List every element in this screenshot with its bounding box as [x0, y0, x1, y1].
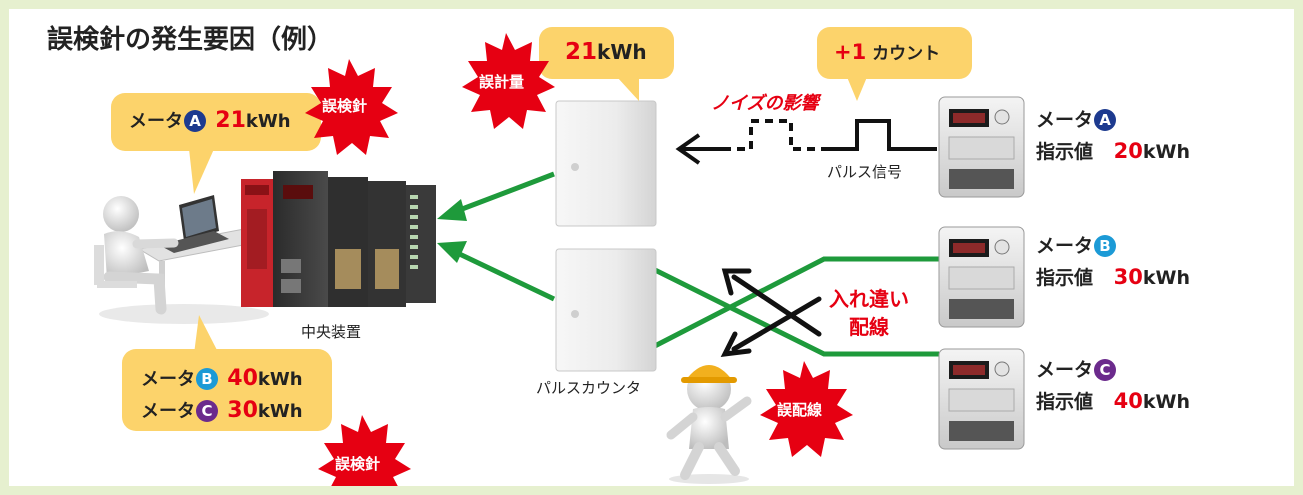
- pc-meter-label: メータ: [129, 111, 183, 132]
- counter-reading: 21kWh: [565, 39, 647, 65]
- pc-meter-a-unit: kWh: [245, 111, 291, 132]
- burst-wiring: [760, 361, 853, 457]
- wire-meter-c-crossed: [647, 264, 939, 357]
- burst-count: [462, 33, 555, 129]
- balloon-pulse: [817, 27, 972, 101]
- pulse-count: +1 カウント: [834, 39, 940, 64]
- central-unit-label: 中央装置: [301, 323, 362, 341]
- badge-c-icon: C: [196, 400, 218, 422]
- meter-a-value: 20: [1113, 139, 1143, 163]
- crossed-wiring-label-1: 入れ違い: [829, 287, 909, 311]
- burst-bottom-label: 誤検針: [335, 455, 381, 473]
- pulse-signal-label: パルス信号: [827, 163, 903, 181]
- pc-meter-b-value: 40: [227, 366, 258, 391]
- pc-meter-c-label: メータ: [141, 401, 195, 422]
- wire-counter1-to-central: [448, 171, 555, 217]
- burst-count-label: 誤計量: [479, 73, 525, 91]
- pulse-counter-label: パルスカウンタ: [536, 379, 642, 397]
- pulse-signal: [675, 119, 937, 165]
- wire-counter2-to-central: [447, 246, 556, 302]
- badge-b-icon: B: [196, 368, 218, 390]
- crossed-arrows: [720, 268, 822, 358]
- noise-label: ノイズの影響: [711, 93, 819, 114]
- meter-b-badge-icon: B: [1094, 235, 1117, 257]
- meter-b-reading: 指示値 30kWh: [1036, 263, 1190, 290]
- meter-b-value: 30: [1113, 265, 1143, 289]
- wire-meter-b-crossed: [647, 256, 939, 352]
- counter-unit: kWh: [597, 40, 647, 64]
- counter-value: 21: [565, 39, 598, 65]
- pc-meter-c-unit: kWh: [257, 401, 303, 422]
- wire-arrowhead-1: [437, 199, 467, 221]
- badge-a-icon: A: [184, 110, 206, 132]
- green-wires: [437, 171, 939, 357]
- meter-b-unit: kWh: [1142, 267, 1190, 289]
- meter-b-reading-label: 指示値: [1036, 267, 1094, 289]
- diagram-canvas: [94, 27, 1025, 486]
- meter-a-unit: kWh: [1142, 141, 1190, 163]
- meter-a-reading-label: 指示値: [1036, 141, 1094, 163]
- balloon-pc-bottom: [122, 315, 332, 431]
- meter-c-reading: 指示値 40kWh: [1036, 387, 1190, 414]
- meter-c-badge-icon: C: [1094, 359, 1117, 381]
- balloon-counter: [539, 27, 674, 101]
- pc-meter-b-label: メータ: [141, 369, 195, 390]
- meter-a-reading: 指示値 20kWh: [1036, 137, 1190, 164]
- pc-meter-c-value: 30: [227, 398, 258, 423]
- meter-a-badge-icon: A: [1094, 109, 1117, 131]
- worker-with-helmet-icon: [666, 365, 752, 484]
- burst-top-label: 誤検針: [322, 97, 368, 115]
- pc-meter-b-unit: kWh: [257, 369, 303, 390]
- pulse-count-text: カウント: [872, 44, 941, 64]
- meter-b-label: メータ: [1036, 235, 1094, 257]
- pulse-plus-one: +1: [834, 40, 867, 64]
- meter-c-reading-label: 指示値: [1036, 391, 1094, 413]
- meter-c-unit: kWh: [1142, 391, 1190, 413]
- electric-meter-icon: [938, 96, 1025, 450]
- burst-wiring-label: 誤配線: [777, 401, 823, 419]
- wire-arrowhead-2: [437, 241, 467, 263]
- meter-a-label: メータ: [1036, 109, 1094, 131]
- pc-meter-a-value: 21: [215, 108, 246, 133]
- meter-c-value: 40: [1113, 389, 1143, 413]
- page-title: 誤検針の発生要因（例）: [47, 25, 334, 55]
- person-at-laptop-icon: [94, 195, 269, 324]
- meter-c-label: メータ: [1036, 359, 1094, 381]
- plc-unit-icon: [241, 171, 436, 307]
- crossed-wiring-label-2: 配線: [849, 315, 889, 339]
- burst-bottom: [318, 415, 411, 486]
- pulse-counter-box-icon: [555, 100, 657, 372]
- burst-top: [305, 59, 398, 155]
- balloon-pc-top: [111, 93, 321, 194]
